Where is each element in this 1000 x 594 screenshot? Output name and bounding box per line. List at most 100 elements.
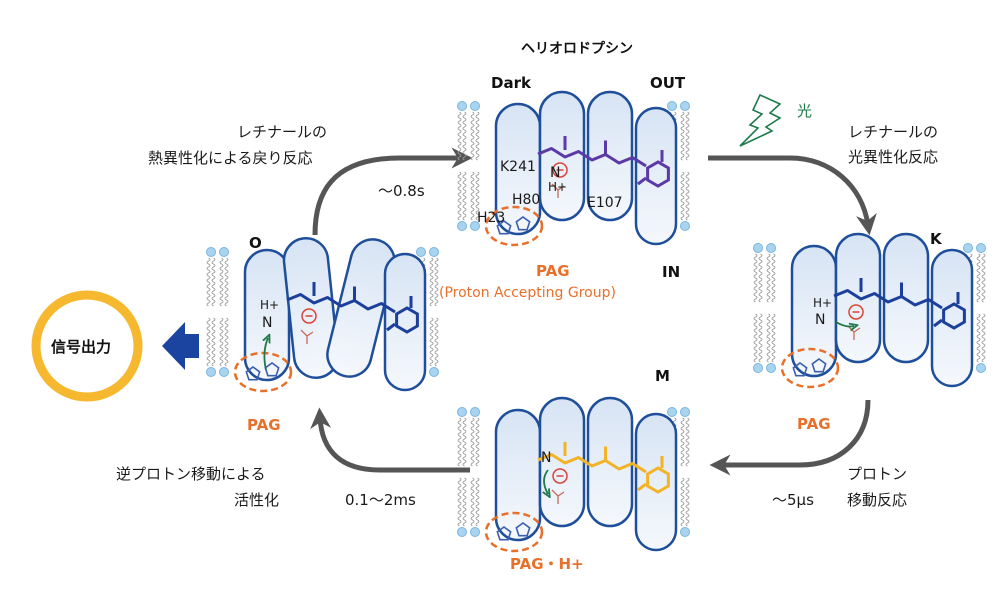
lipid-head <box>219 247 229 257</box>
helix <box>282 237 340 379</box>
residue-e107: E107 <box>587 195 623 211</box>
proton-arrow-o <box>264 338 268 371</box>
lipid-head <box>976 363 986 373</box>
lipid-head <box>219 367 229 377</box>
lipid-tail <box>206 317 211 367</box>
lipid-tail <box>470 171 475 221</box>
retinal-methyl <box>637 482 647 492</box>
dark-nitrogen: N <box>550 165 561 181</box>
o-pag-label: PAG <box>247 416 281 434</box>
histidine-ring <box>264 362 280 377</box>
histidine-ring <box>245 366 261 381</box>
lipid-head <box>680 407 690 417</box>
o-proton: H+ <box>260 298 280 312</box>
light-bolt-icon <box>739 93 782 147</box>
lipid-head <box>766 363 776 373</box>
protein-m <box>457 396 690 553</box>
lipid-tail <box>475 417 480 467</box>
light-label: 光 <box>797 102 813 120</box>
lipid-tail <box>457 417 462 467</box>
arrow-o-to-dark <box>312 147 473 236</box>
dark-proton: H+ <box>548 180 568 194</box>
k-to-m-line2: 移動反応 <box>847 491 908 509</box>
histidine-ring <box>811 358 827 373</box>
o-to-dark-time: 〜0.8s <box>378 182 425 200</box>
protein-o <box>206 237 439 393</box>
lipid-head <box>667 407 677 417</box>
retinal-chain <box>537 453 647 474</box>
o-to-dark-line2: 熱異性化による戻り反応 <box>148 149 313 167</box>
lipid-tail <box>766 313 771 363</box>
pag-ring <box>780 347 840 389</box>
lipid-head <box>470 221 480 231</box>
signal-output-label: 信号出力 <box>51 338 112 356</box>
k-to-m-time: 〜5μs <box>772 491 814 509</box>
state-label-k: K <box>930 230 942 248</box>
lipid-head <box>206 367 216 377</box>
glutamate-sidechain <box>551 183 565 198</box>
dark-pag-full-label: (Proton Accepting Group) <box>439 285 616 301</box>
lipid-tail <box>685 111 690 161</box>
histidine-ring <box>515 522 531 537</box>
lipid-tail <box>462 111 467 161</box>
lipid-tail <box>771 313 776 363</box>
lipid-tail <box>211 257 216 307</box>
lipid-tail <box>470 417 475 467</box>
lipid-head <box>470 407 480 417</box>
lipid-tail <box>680 171 685 221</box>
lipid-tail <box>685 171 690 221</box>
dark-to-k-line1: レチナールの <box>848 123 939 141</box>
residue-h23: H23 <box>477 210 506 226</box>
histidine-ring <box>496 220 512 235</box>
m-to-o-line1: 逆プロトン移動による <box>116 465 266 483</box>
lipid-tail <box>206 257 211 307</box>
lipid-tail <box>224 257 229 307</box>
lipid-tail <box>462 417 467 467</box>
retinal-methyl <box>637 176 647 186</box>
out-label: OUT <box>650 74 686 92</box>
lipid-tail <box>462 171 467 221</box>
helix <box>326 238 396 378</box>
lipid-head <box>753 243 763 253</box>
lipid-tail <box>685 477 690 527</box>
state-label-m: M <box>655 367 670 385</box>
arrow-m-to-o <box>310 407 470 473</box>
signal-arrow-icon <box>162 322 199 370</box>
lipid-tail <box>429 257 434 307</box>
lipid-tail <box>771 253 776 303</box>
glutamate-sidechain <box>551 489 565 504</box>
negative-charge-icon <box>552 468 568 484</box>
dark-to-k-line2: 光異性化反応 <box>848 148 939 166</box>
lipid-head <box>470 101 480 111</box>
lipid-tail <box>462 477 467 527</box>
helix <box>383 252 427 392</box>
helix <box>790 244 838 378</box>
lipid-head <box>457 527 467 537</box>
lipid-head <box>753 363 763 373</box>
helix <box>634 412 678 552</box>
m-nitrogen: N <box>541 450 552 466</box>
lipid-bilayer <box>457 101 480 231</box>
lipid-bilayer <box>206 247 229 377</box>
lipid-tail <box>434 317 439 367</box>
lipid-head <box>429 247 439 257</box>
lipid-tail <box>457 477 462 527</box>
m-to-o-line2: 活性化 <box>234 491 280 509</box>
residue-k241: K241 <box>500 159 536 175</box>
negative-charge-icon <box>552 162 568 178</box>
lipid-head <box>680 101 690 111</box>
pag-ring <box>233 351 293 393</box>
lipid-tail <box>753 313 758 363</box>
signal-output-ring <box>31 290 143 402</box>
retinal-chain <box>286 293 396 314</box>
pag-ring <box>484 511 544 553</box>
lipid-tail <box>981 313 986 363</box>
m-pag-label: PAG・H+ <box>510 555 584 573</box>
retinal-ring <box>646 160 670 188</box>
m-to-o-time: 0.1〜2ms <box>345 491 416 509</box>
lipid-tail <box>219 317 224 367</box>
lipid-tail <box>475 111 480 161</box>
lipid-tail <box>475 477 480 527</box>
